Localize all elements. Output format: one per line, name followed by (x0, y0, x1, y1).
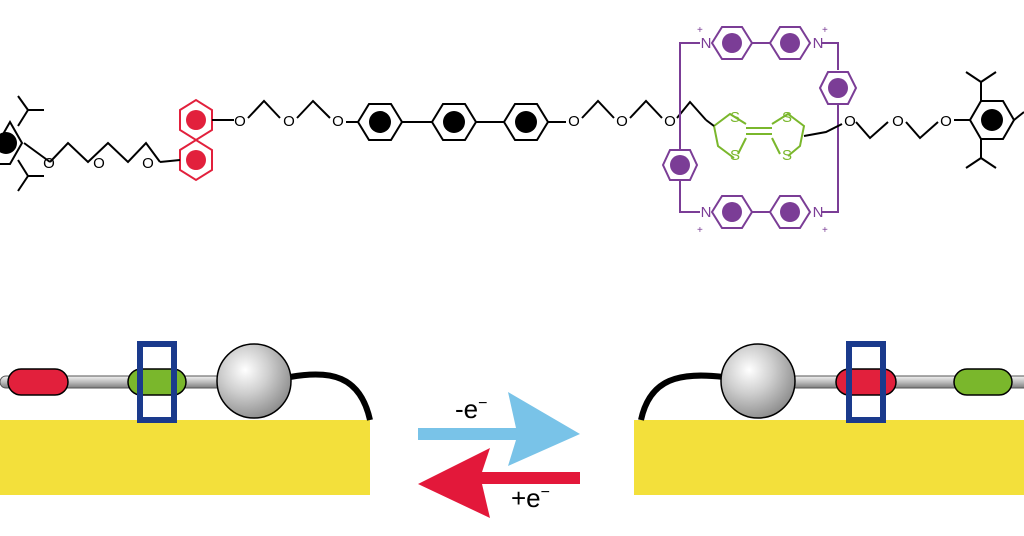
oxygen-atom-label: O (234, 113, 246, 130)
positive-charge-label: + (697, 25, 703, 36)
aromatic-core-icon (981, 109, 1003, 131)
oxygen-atom-label: O (568, 113, 580, 130)
arrow-left-icon (418, 448, 580, 518)
aromatic-core-icon (515, 111, 537, 133)
oxygen-atom-label: O (940, 113, 952, 130)
nitrogen-atom-label: N (701, 35, 712, 52)
sulfur-atom-label: S (782, 109, 792, 126)
tether-linker (638, 372, 725, 421)
oxygen-atom-label: O (43, 155, 55, 172)
sulfur-atom-label: S (730, 109, 740, 126)
aromatic-core-icon (780, 33, 800, 53)
aromatic-core-icon (186, 110, 206, 130)
naphthalene-station (835, 368, 897, 396)
aromatic-core-icon (722, 33, 742, 53)
aromatic-core-icon (0, 132, 17, 154)
surface-slab (0, 420, 370, 495)
state-reduced-cartoon (0, 341, 373, 495)
aromatic-core-icon (828, 78, 848, 98)
oxygen-atom-label: O (664, 113, 676, 130)
aromatic-core-icon (186, 150, 206, 170)
oxygen-atom-label: O (844, 113, 856, 130)
naphthalene-unit (179, 98, 213, 182)
naphthalene-station (7, 368, 69, 396)
oxygen-atom-label: O (892, 113, 904, 130)
oxygen-atom-label: O (283, 113, 295, 130)
aromatic-core-icon (670, 155, 690, 175)
cyclophane-ring (661, 26, 858, 229)
left-stopper-group (0, 95, 51, 192)
nitrogen-atom-label: N (813, 204, 824, 221)
oxygen-atom-label: O (332, 113, 344, 130)
aromatic-core-icon (722, 202, 742, 222)
tetrathiafulvalene-unit (713, 112, 806, 159)
aromatic-core-icon (443, 111, 465, 133)
reduction-label: +e− (511, 483, 550, 513)
oxygen-atom-label: O (93, 155, 105, 172)
ttf-station (127, 368, 187, 396)
stopper-ball (720, 343, 796, 419)
oxygen-atom-label: O (616, 113, 628, 130)
positive-charge-label: + (822, 25, 828, 36)
aromatic-core-icon (369, 111, 391, 133)
oxidation-label: -e− (455, 394, 487, 424)
nitrogen-atom-label: N (813, 35, 824, 52)
tether-linker (289, 371, 373, 421)
sulfur-atom-label: S (782, 147, 792, 164)
right-stopper-group (954, 71, 1024, 169)
oxidation-arrow-group: -e− (418, 392, 580, 466)
nitrogen-atom-label: N (701, 204, 712, 221)
positive-charge-label: + (697, 225, 703, 236)
ttf-station (953, 368, 1013, 396)
sulfur-atom-label: S (730, 147, 740, 164)
arrow-right-icon (418, 392, 580, 466)
positive-charge-label: + (822, 225, 828, 236)
aromatic-core-icon (780, 202, 800, 222)
cyclophane-ring-box (137, 341, 177, 423)
stopper-ball (216, 343, 292, 419)
cyclophane-ring-box (846, 341, 886, 423)
surface-slab (634, 420, 1024, 495)
terphenyl-unit (346, 103, 566, 141)
reduction-arrow-group: +e− (418, 448, 580, 518)
oxygen-atom-label: O (142, 155, 154, 172)
rotaxane-molecule-structure: O O O O O O O (0, 25, 1024, 236)
state-oxidized-cartoon (634, 341, 1024, 495)
